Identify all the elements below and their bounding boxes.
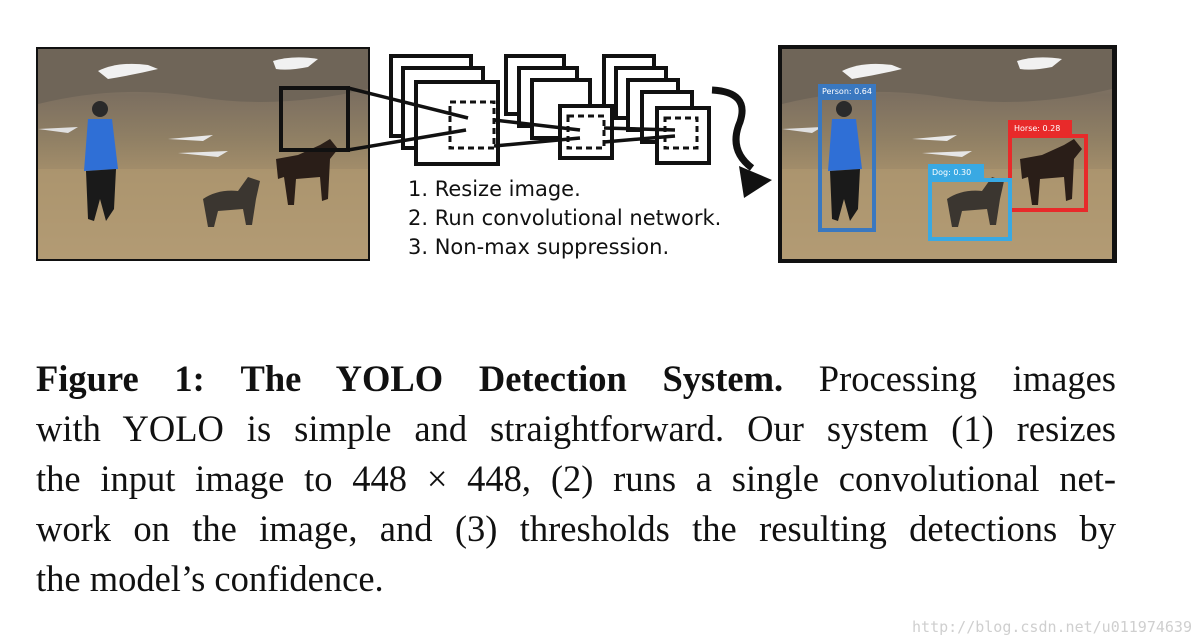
horse-detection: Horse: 0.28: [1008, 120, 1088, 212]
person-label: Person: 0.64: [822, 87, 872, 96]
caption-line-1: Figure 1: The YOLO Detection System. Pro…: [36, 354, 1116, 404]
dog-label: Dog: 0.30: [932, 168, 971, 177]
step-3: 3. Non-max suppression.: [408, 235, 669, 259]
receptive-field-box: [279, 86, 350, 152]
step-list: 1. Resize image. 2. Run convolutional ne…: [408, 177, 721, 259]
dog-detection: Dog: 0.30: [928, 164, 1012, 241]
figure-title: The YOLO Detection System.: [240, 358, 784, 399]
output-image: Person: 0.64 Horse: 0.28 Dog: 0.30: [778, 45, 1117, 263]
figure-label: Figure 1:: [36, 358, 205, 399]
person-detection: Person: 0.64: [818, 84, 876, 232]
caption-line-4: work on the image, and (3) thresholds th…: [36, 508, 1116, 549]
cnn-stack-icon: [347, 54, 772, 198]
caption-line-2: with YOLO is simple and straightforward.…: [36, 408, 1116, 449]
caption-line-1-rest: Processing images: [818, 358, 1117, 399]
yolo-pipeline-diagram: 1. Resize image. 2. Run convolutional ne…: [36, 45, 1117, 263]
watermark: http://blog.csdn.net/u011974639: [912, 618, 1192, 636]
step-1: 1. Resize image.: [408, 177, 581, 201]
figure-caption: Figure 1: The YOLO Detection System. Pro…: [36, 354, 1116, 604]
step-2: 2. Run convolutional network.: [408, 206, 721, 230]
caption-line-3: the input image to 448 × 448, (2) runs a…: [36, 458, 1116, 499]
caption-line-5: the model’s confidence.: [36, 558, 384, 599]
horse-label: Horse: 0.28: [1014, 124, 1060, 133]
input-image: [36, 47, 370, 261]
